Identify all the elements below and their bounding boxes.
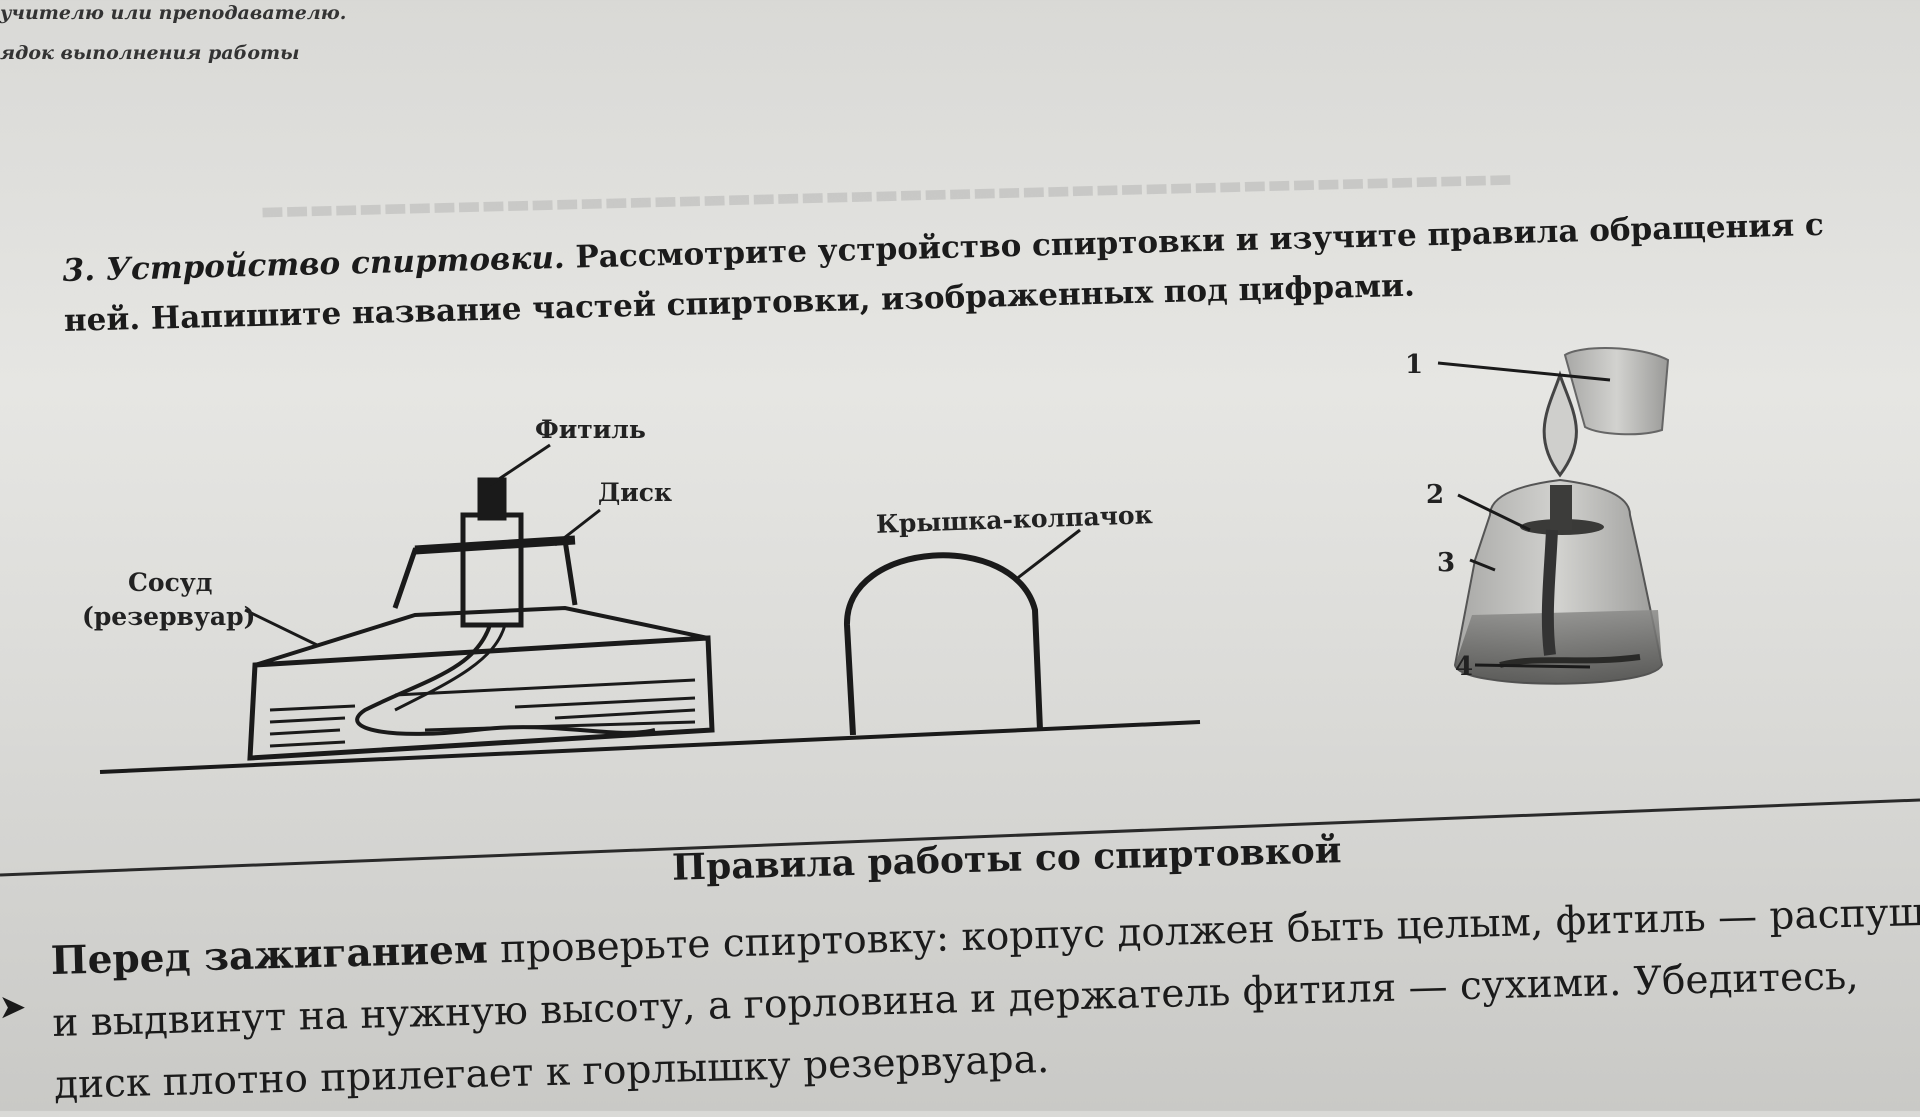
task-title: 3. Устройство спиртовки. xyxy=(62,239,566,289)
section-divider xyxy=(0,798,1920,877)
label-number-2: 2 xyxy=(1426,480,1445,510)
header-line-1: учителю или преподавателю. xyxy=(0,2,347,24)
number-leaders xyxy=(1437,361,1611,669)
alcohol-lamp-diagram xyxy=(99,443,1201,774)
bullet-arrow-icon: ➤ xyxy=(0,990,26,1025)
label-number-1: 1 xyxy=(1405,350,1424,380)
label-vessel-reservoir: (резервуар) xyxy=(82,602,256,631)
label-vessel: Сосуд xyxy=(128,568,213,597)
label-number-3: 3 xyxy=(1437,548,1456,578)
label-number-4: 4 xyxy=(1455,652,1474,682)
label-disk: Диск xyxy=(598,478,673,507)
rules-text: проверьте спиртовку: корпус должен быть … xyxy=(51,889,1920,1108)
header-line-2: ядок выполнения работы xyxy=(0,42,300,64)
rules-lead: Перед зажиганием xyxy=(50,926,489,984)
rules-paragraph: Перед зажиганием проверьте спиртовку: ко… xyxy=(50,880,1920,1117)
label-wick: Фитиль xyxy=(535,415,646,444)
